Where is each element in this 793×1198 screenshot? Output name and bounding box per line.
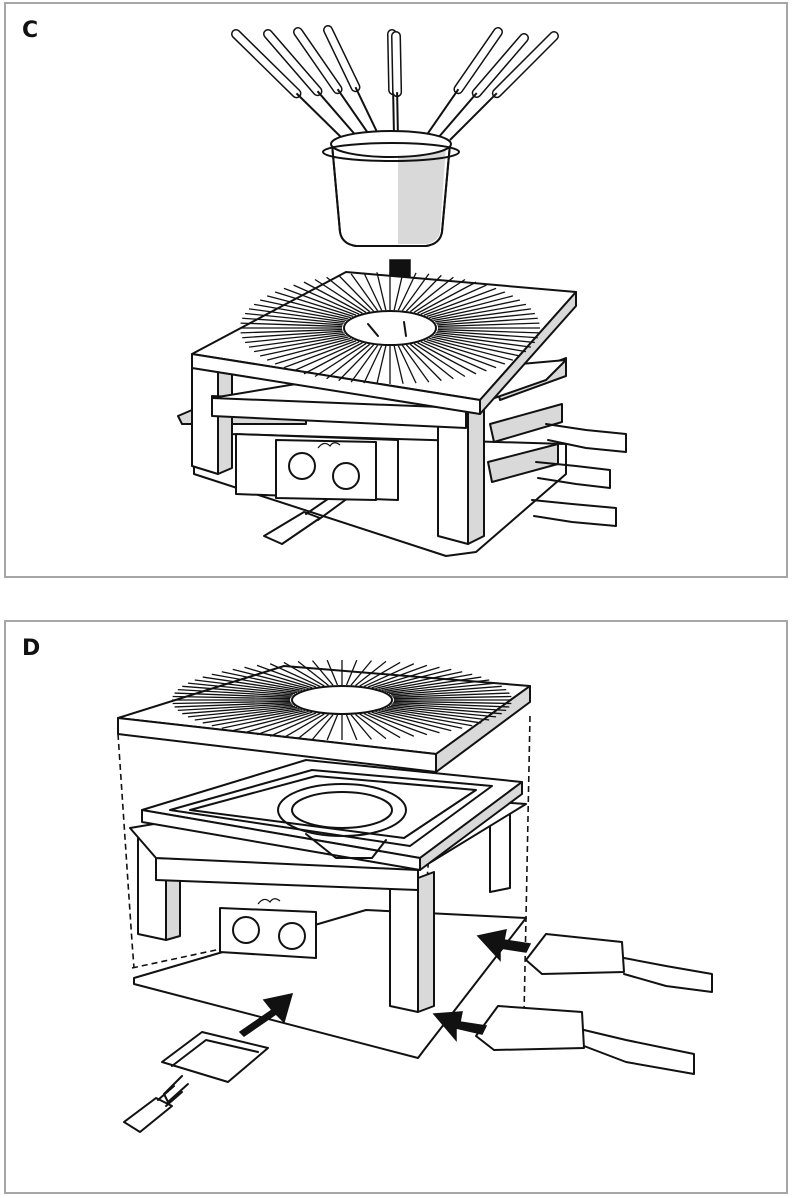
control-knob-icon (288, 452, 360, 490)
illustration-fondue-on-raclette (177, 25, 627, 557)
raclette-grill-assembled (177, 271, 627, 557)
insert-arrow-icon (238, 929, 532, 1043)
raclette-pan-icon (123, 933, 713, 1133)
fondue-fork-icon (231, 25, 559, 143)
radial-grill-plate-icon (172, 659, 512, 741)
radial-grill-plate-icon (240, 272, 540, 384)
panel-d: D (4, 620, 788, 1194)
fondue-pot-icon (322, 130, 460, 247)
panel-c: C (4, 2, 788, 578)
control-knob-icon (232, 916, 306, 950)
panel-letter-d: D (22, 636, 41, 661)
illustration-raclette-exploded (117, 659, 713, 1133)
panel-letter-c: C (22, 18, 39, 43)
heating-element-icon (169, 769, 493, 859)
